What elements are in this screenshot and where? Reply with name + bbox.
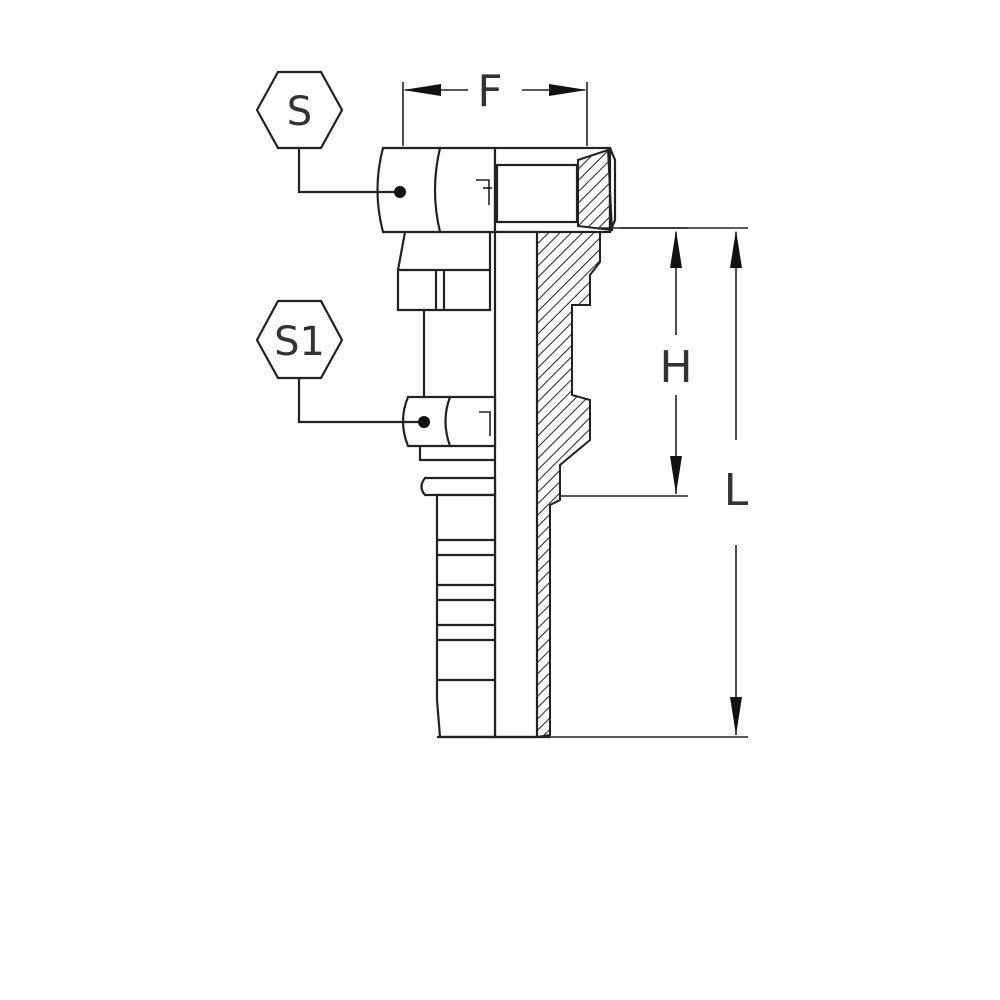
swivel-nut [376,146,617,234]
dimension-l-label: L [724,465,749,516]
dimension-l: L [550,227,749,738]
dimension-f: F [402,66,588,146]
dimension-h-label: H [659,342,692,393]
fitting-bore [493,230,601,739]
hex-callout-s-icon [255,70,344,150]
hose-barb [420,476,550,739]
ferrule-hex [401,395,497,462]
hex-callout-s1-icon [255,299,344,380]
nipple-collar [396,231,492,398]
callout-s-label: S [287,89,312,135]
dimension-f-label: F [477,66,502,117]
dimension-h: H [560,227,693,497]
callout-s: S [255,70,406,198]
callout-s1-label: S1 [274,319,325,365]
callout-s1: S1 [255,299,430,428]
